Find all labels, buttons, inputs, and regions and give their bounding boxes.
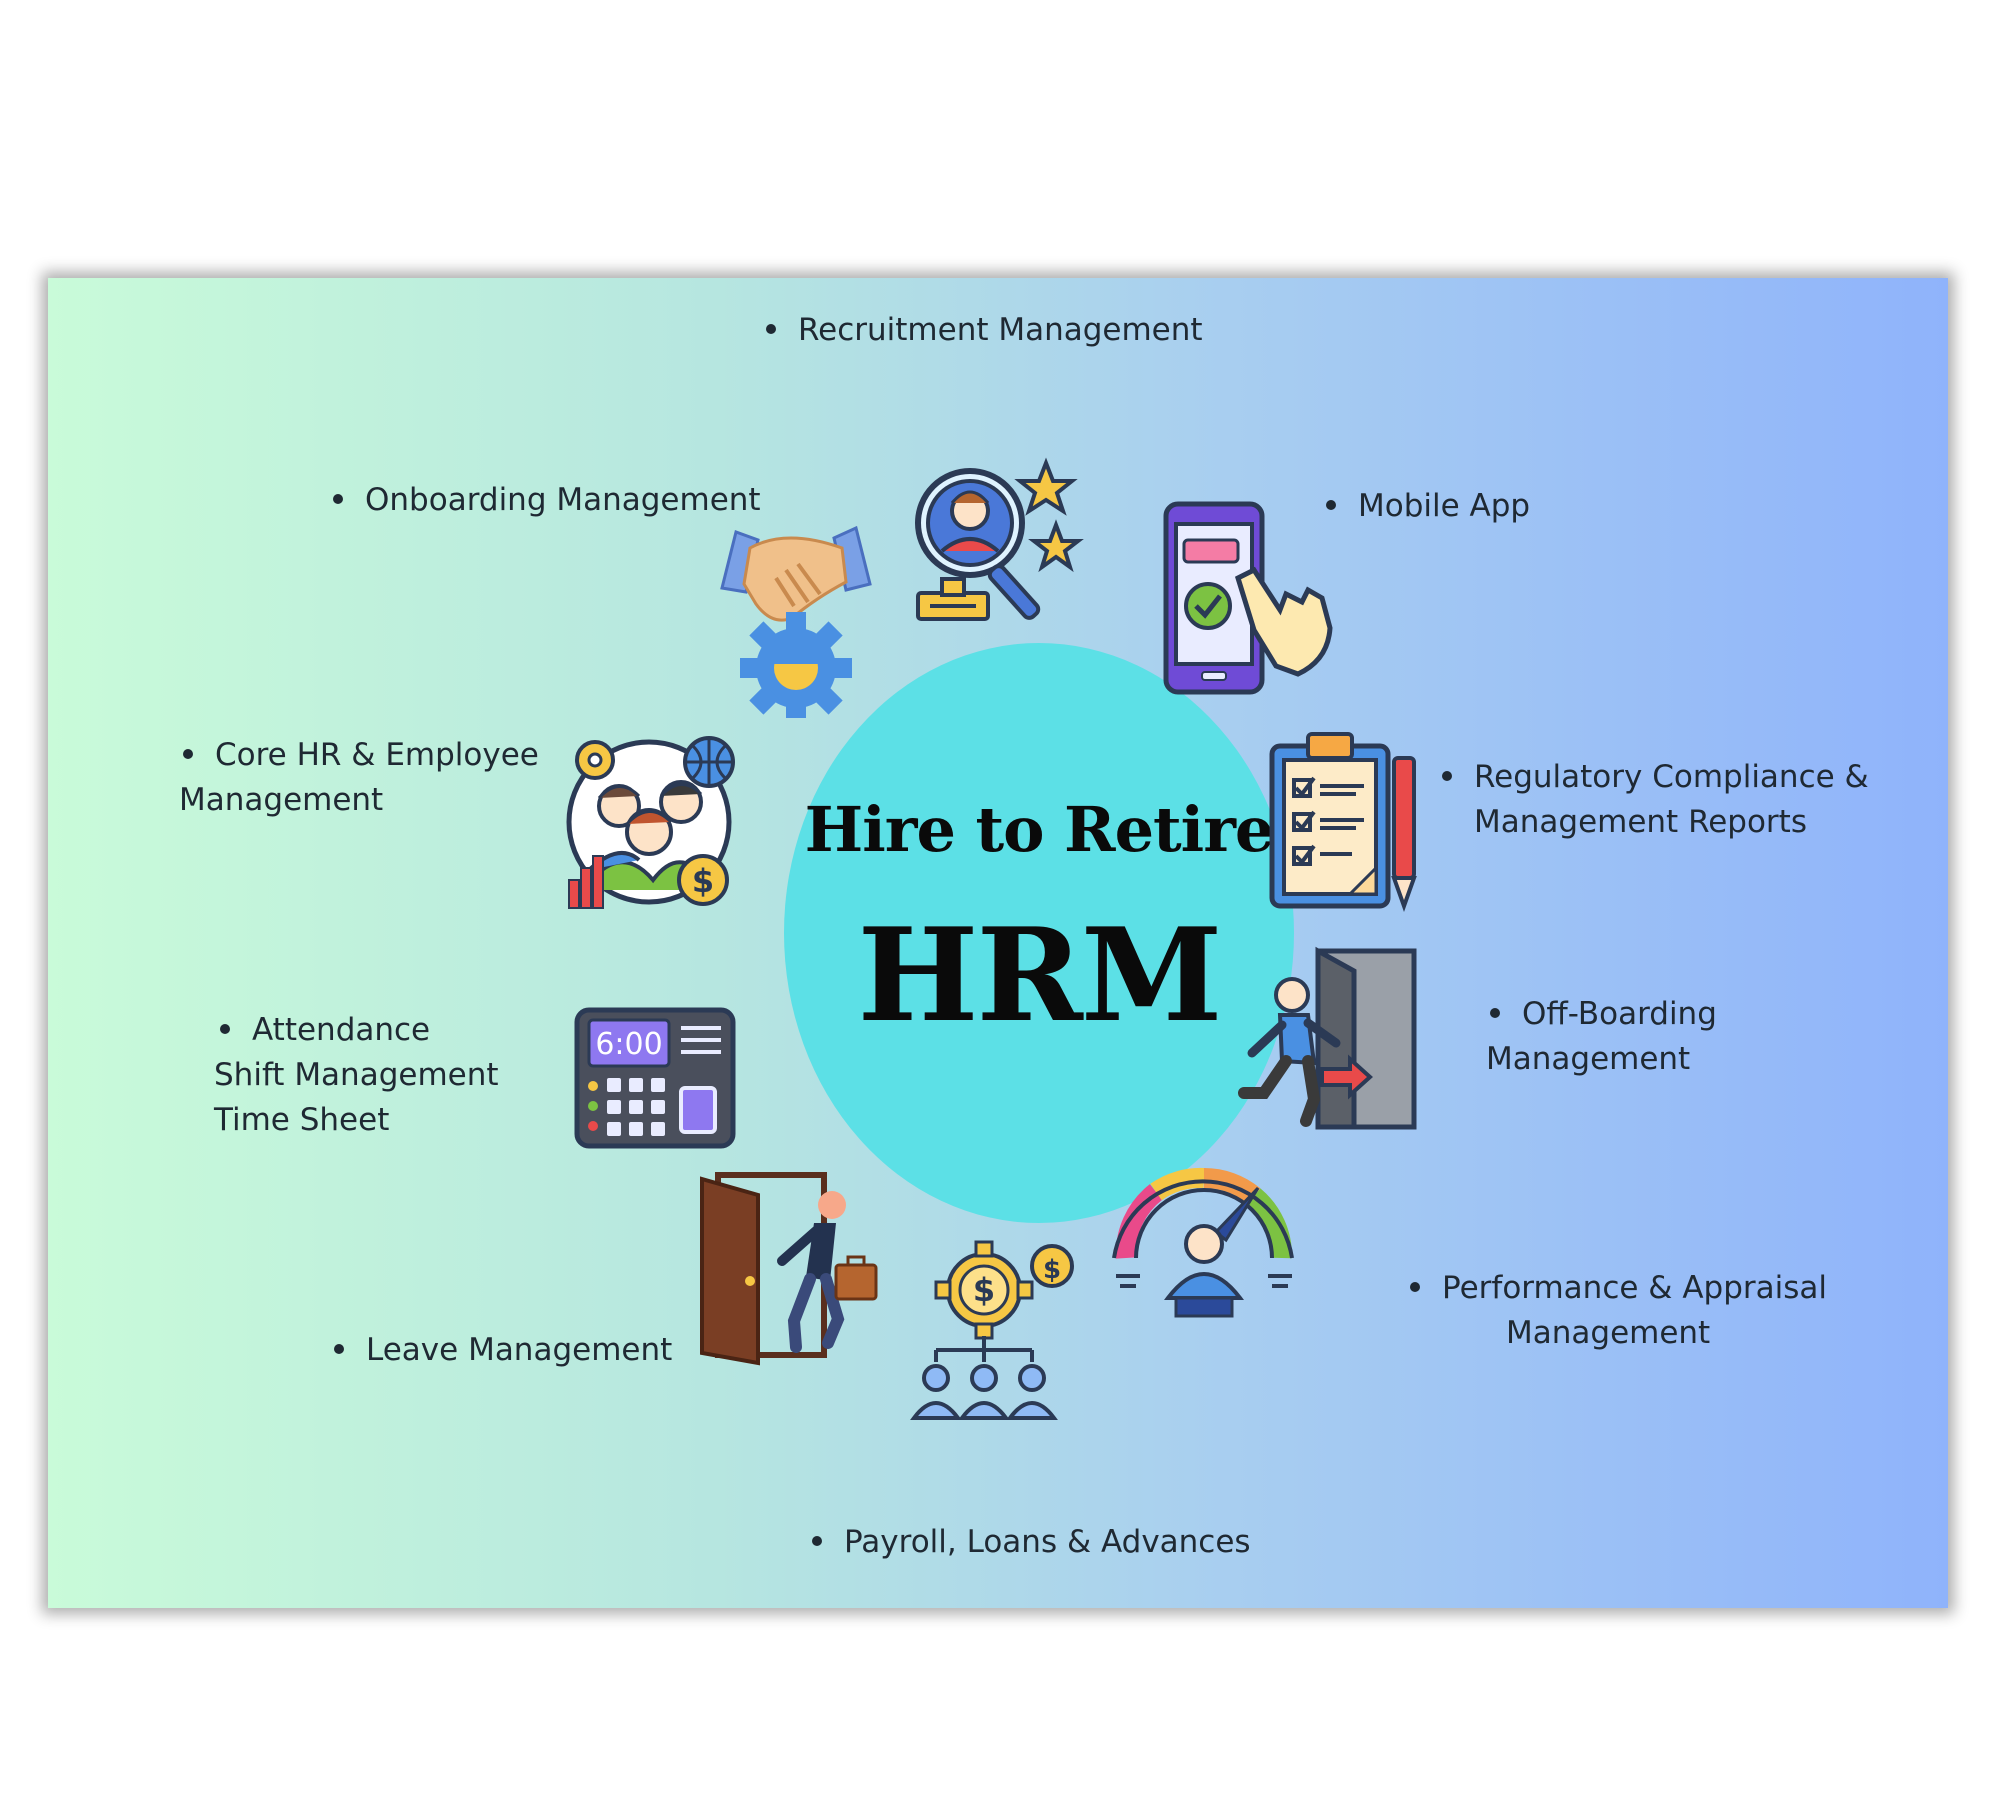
mobile-app-icon	[1163, 501, 1333, 695]
bullet	[1326, 499, 1336, 510]
svg-text:$: $	[692, 862, 714, 900]
label-recruitment: Recruitment Management	[766, 308, 1203, 353]
label-core-hr: Core HR & Employee Management	[179, 737, 539, 818]
hub-title: Hire to Retire	[804, 793, 1275, 866]
bullet	[220, 1023, 230, 1034]
performance-icon	[1112, 1167, 1294, 1318]
svg-text:$: $	[1043, 1255, 1061, 1285]
core-hr-icon: $	[566, 736, 735, 909]
label-offboarding: Off-Boarding Management	[1486, 996, 1717, 1077]
leave-icon	[700, 1172, 878, 1366]
bullet	[333, 493, 343, 504]
onboarding-icon	[720, 525, 872, 718]
compliance-icon	[1269, 732, 1417, 912]
diagram-panel: Recruitment Management Onboarding Manage…	[48, 278, 1948, 1608]
bullet	[812, 1535, 822, 1546]
label-onboarding: Onboarding Management	[333, 478, 761, 523]
payroll-icon: $ $	[910, 1240, 1074, 1420]
hub-circle: Hire to Retire HRM	[784, 643, 1294, 1223]
label-mobile-app: Mobile App	[1326, 484, 1530, 529]
bullet	[334, 1343, 344, 1354]
bullet	[1490, 1007, 1500, 1018]
attendance-icon: 6:00	[574, 1007, 736, 1149]
bullet	[1410, 1281, 1420, 1292]
label-compliance: Regulatory Compliance & Management Repor…	[1442, 755, 1869, 845]
bullet	[1442, 770, 1452, 781]
hub-main-text: HRM	[857, 901, 1223, 1051]
label-payroll: Payroll, Loans & Advances	[812, 1520, 1251, 1565]
offboarding-icon	[1238, 946, 1417, 1130]
label-attendance: Attendance Shift Management Time Sheet	[214, 1012, 499, 1138]
recruitment-icon	[915, 457, 1084, 621]
clock-display: 6:00	[595, 1027, 662, 1062]
bullet	[766, 323, 776, 334]
label-leave: Leave Management	[334, 1328, 672, 1373]
bullet	[183, 748, 193, 759]
label-performance: Performance & Appraisal Management	[1410, 1266, 1827, 1356]
svg-text:$: $	[973, 1271, 995, 1309]
